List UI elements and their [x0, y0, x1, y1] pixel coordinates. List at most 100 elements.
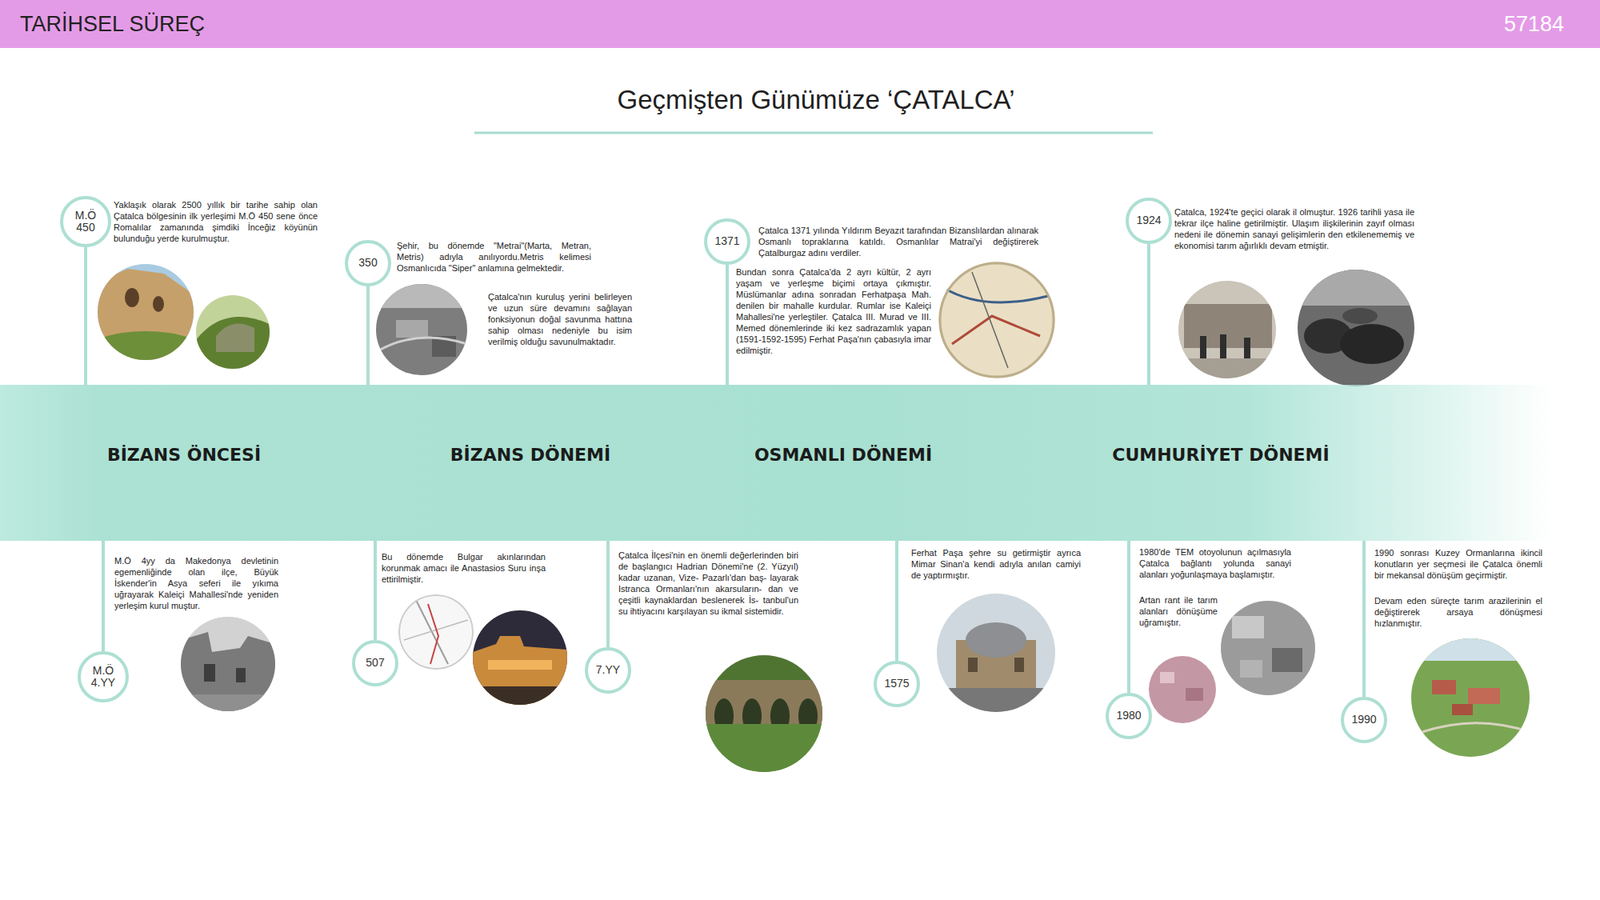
photo-roofs [1452, 704, 1473, 716]
year-circle: M.Ö 4.YY [77, 651, 129, 703]
photo-sky [1297, 269, 1415, 306]
photo-forest [705, 655, 823, 772]
year-circle: 1980 [1105, 692, 1152, 740]
photo-hill [196, 295, 270, 369]
year-label: 1980 [1116, 709, 1141, 722]
photo-cave [124, 288, 140, 308]
label-box: 57184 [1504, 11, 1564, 37]
photo-map-line [952, 316, 1040, 344]
era-band: BİZANS ÖNCESİBİZANS DÖNEMİOSMANLI DÖNEMİ… [0, 384, 1600, 541]
photo-wall [180, 632, 276, 712]
photo-mosque [936, 593, 1056, 712]
event-description: Bundan sonra Çatalca'da 2 ayrı kültür, 2… [736, 267, 932, 357]
timeline-stem [373, 540, 377, 640]
era-name: BİZANS ÖNCESİ [107, 444, 261, 465]
photo-patch [1160, 672, 1175, 684]
timeline-stem [84, 247, 88, 385]
event-description: 1980'de TEM otoyolunun açılmasıyla Çatal… [1139, 547, 1292, 581]
page-title: Geçmişten Günümüze ‘ÇATALCA’ [336, 84, 1296, 116]
label-box: 1980'de TEM otoyolunun açılmasıyla Çatal… [1139, 547, 1292, 581]
photo-crowd [1297, 269, 1415, 387]
year-label: 1575 [884, 677, 909, 690]
timeline-stem [366, 286, 370, 385]
event-description: Bu dönemde Bulgar akınlarından korunmak … [381, 552, 546, 586]
photo-map-line [416, 600, 448, 664]
photo-figure [1220, 334, 1227, 360]
timeline-stem [1147, 244, 1151, 385]
event-description: Ferhat Paşa şehre su getirmiştir ayrıca … [911, 548, 1081, 582]
photo-paper [398, 594, 474, 670]
photo-ground [472, 686, 568, 705]
title-box: Geçmişten Günümüze ‘ÇATALCA’ [336, 84, 1296, 116]
timeline-stem [1362, 540, 1366, 697]
label-box: 1990 sonrası Kuzey Ormanlarına ikincil k… [1374, 548, 1543, 582]
era-name: CUMHURİYET DÖNEMİ [1112, 444, 1329, 465]
event-description: Çatalca 1371 yılında Yıldırım Beyazıt ta… [758, 225, 1039, 260]
photo-opening [236, 668, 246, 683]
photo-foliage [705, 724, 823, 772]
timeline-stem [101, 540, 105, 652]
photo-sky [180, 616, 276, 712]
label-box: Devam eden süreçte tarım arazilerinin el… [1374, 596, 1543, 630]
year-label: 7.YY [596, 664, 620, 676]
year-circle: 1371 [704, 218, 751, 265]
photo-aerial [376, 284, 468, 376]
photo-aqueduct [705, 655, 823, 772]
photo-opening [204, 664, 216, 682]
photo-sky [376, 284, 468, 308]
photo-ground [936, 688, 1056, 712]
label-box: Bundan sonra Çatalca'da 2 ayrı kültür, 2… [736, 267, 932, 357]
year-circle: 1990 [1340, 696, 1388, 744]
label-box: Bu dönemde Bulgar akınlarından korunmak … [381, 552, 546, 586]
year-circle: 350 [344, 240, 392, 287]
timeline-stem [725, 264, 729, 385]
photo-map [938, 261, 1056, 379]
photo-patch [396, 320, 428, 338]
photo-aerial-city [1220, 600, 1316, 696]
photo-road [376, 337, 468, 352]
timeline-stem [1127, 540, 1131, 693]
event-description: Yaklaşık olarak 2500 yıllık bir tarihe s… [113, 200, 318, 245]
photo-figure [1244, 337, 1251, 360]
photo-landscape [1411, 638, 1530, 757]
event-description: Çatalca, 1924'te geçici olarak il olmuşt… [1174, 207, 1415, 252]
photo-sky [936, 593, 1056, 712]
photo-sky [472, 610, 568, 705]
year-circle: 1924 [1125, 197, 1172, 244]
label-box: M.Ö 4yy da Makedonya devletinin egemenli… [114, 556, 279, 612]
photo-paper [938, 261, 1056, 379]
photo-street [1178, 280, 1276, 379]
label-box: Ferhat Paşa şehre su getirmiştir ayrıca … [911, 548, 1081, 582]
year-label: 350 [358, 256, 377, 269]
photo-roofs [1468, 688, 1500, 704]
event-description: 1990 sonrası Kuzey Ormanlarına ikincil k… [1374, 548, 1543, 582]
photo-foliage [85, 331, 206, 373]
year-label: 1371 [714, 235, 740, 248]
label-box: Çatalca İlçesi'nin en önemli değerlerind… [618, 550, 799, 618]
photo-ground [1178, 358, 1276, 379]
photo-people [1342, 308, 1378, 324]
year-circle: 507 [352, 640, 399, 687]
photo-window [1014, 657, 1024, 672]
photo-roofs [1432, 680, 1456, 695]
photo-patch [1240, 660, 1263, 678]
photo-patch [1272, 648, 1303, 672]
photo-ground [1297, 269, 1415, 387]
header-title: TARİHSEL SÜREÇ [20, 11, 205, 37]
photo-cave [152, 296, 164, 312]
photo-figure [1200, 336, 1207, 360]
event-description: Artan rant ile tarım alanları dönüşüme u… [1139, 595, 1218, 629]
photo-ground [1148, 656, 1216, 724]
year-label: 507 [365, 656, 384, 669]
label-box: Yaklaşık olarak 2500 yıllık bir tarihe s… [113, 200, 318, 245]
year-circle: 1575 [873, 660, 920, 708]
era-name: BİZANS DÖNEMİ [450, 444, 611, 465]
photo-ground [180, 694, 276, 712]
photo-building [1184, 304, 1272, 348]
photo-sky [1178, 280, 1276, 379]
slide-number: 57184 [1504, 11, 1564, 37]
timeline-stem [606, 540, 610, 648]
photo-sky [1411, 638, 1530, 661]
event-description: M.Ö 4yy da Makedonya devletinin egemenli… [114, 556, 279, 612]
